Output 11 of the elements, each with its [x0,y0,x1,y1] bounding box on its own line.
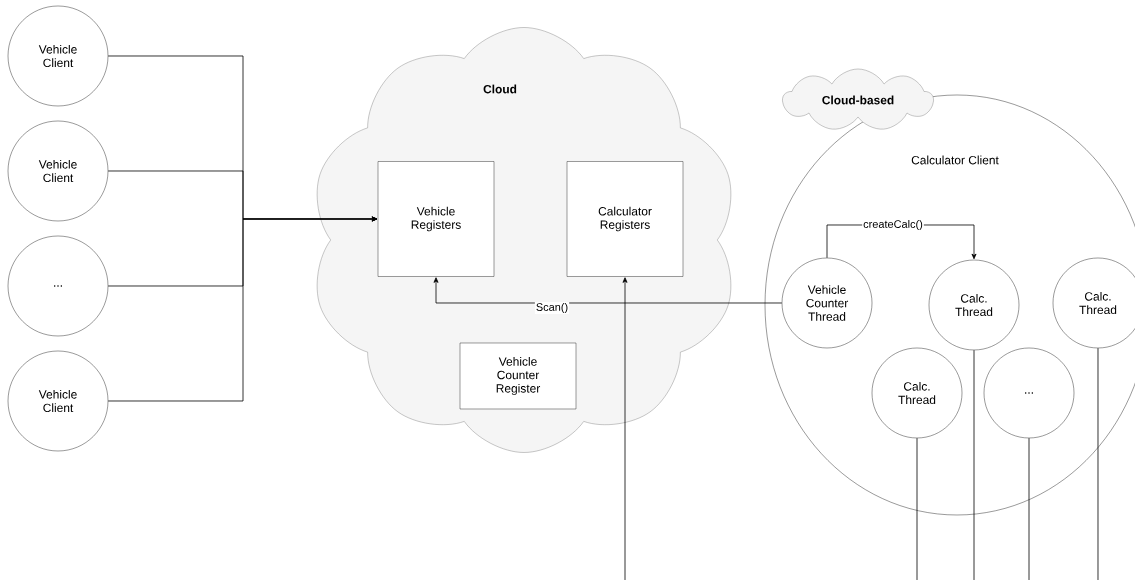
edge-label: createCalc() [862,218,924,232]
connector-line [973,349,975,580]
connector-line [1097,347,1099,580]
register-box: Vehicle Counter Register [459,342,577,410]
register-box: Vehicle Registers [377,161,495,277]
register-box: Calculator Registers [566,161,684,277]
connector-line [916,437,918,580]
arrow [622,277,628,580]
connector-line [1028,437,1030,580]
arrow [433,277,783,304]
arrow [107,216,378,402]
